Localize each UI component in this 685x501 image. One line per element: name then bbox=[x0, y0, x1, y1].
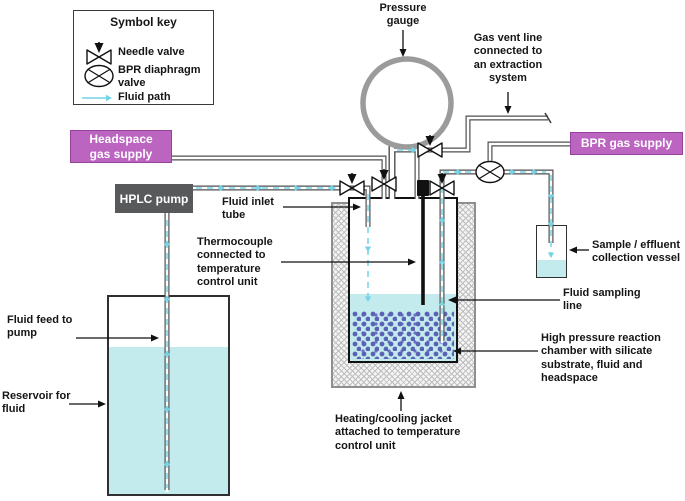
bpr-diaphragm-valve bbox=[475, 160, 505, 184]
symbol-key: Symbol key Needle valve BPR diaphragm va… bbox=[73, 10, 214, 105]
bpr-gas-supply-box: BPR gas supply bbox=[570, 132, 683, 155]
label-arrows bbox=[69, 30, 589, 411]
label-fluid-feed: Fluid feed to pump bbox=[7, 314, 73, 340]
vent-open-end bbox=[544, 112, 552, 124]
hplc-pump-box: HPLC pump bbox=[115, 184, 193, 213]
fluid-path-arrows bbox=[163, 146, 555, 488]
label-reaction-chamber: High pressure reaction chamber with sili… bbox=[541, 332, 661, 385]
headspace-gas-supply-box: Headspace gas supply bbox=[70, 130, 172, 163]
label-fluid-sampling-line: Fluid sampling line bbox=[563, 287, 641, 313]
label-fluid-inlet-tube: Fluid inlet tube bbox=[222, 196, 274, 222]
key-item-label: Fluid path bbox=[118, 91, 171, 103]
symbol-key-title: Symbol key bbox=[110, 15, 177, 29]
label-sample-vessel: Sample / effluent collection vessel bbox=[592, 239, 681, 265]
thermocouple-probe bbox=[417, 180, 429, 305]
fluid-path-icon bbox=[82, 94, 112, 102]
label-reservoir: Reservoir for fluid bbox=[2, 390, 71, 416]
label-pressure-gauge: Pressure gauge bbox=[379, 2, 427, 28]
needle-valve bbox=[339, 172, 365, 196]
label-thermocouple: Thermocouple connected to temperature co… bbox=[197, 236, 273, 289]
pressure-gauge-dial bbox=[360, 56, 454, 150]
needle-valve-icon bbox=[86, 41, 112, 65]
label-jacket: Heating/cooling jacket attached to tempe… bbox=[335, 413, 461, 452]
sample-fluid bbox=[537, 260, 566, 277]
bpr-valve-icon bbox=[84, 64, 114, 88]
key-item-label: BPR diaphragm valve bbox=[118, 64, 201, 89]
silicate-substrate bbox=[352, 311, 454, 359]
label-gas-vent-line: Gas vent line connected to an extraction… bbox=[473, 32, 543, 85]
key-item-label: Needle valve bbox=[118, 46, 185, 58]
